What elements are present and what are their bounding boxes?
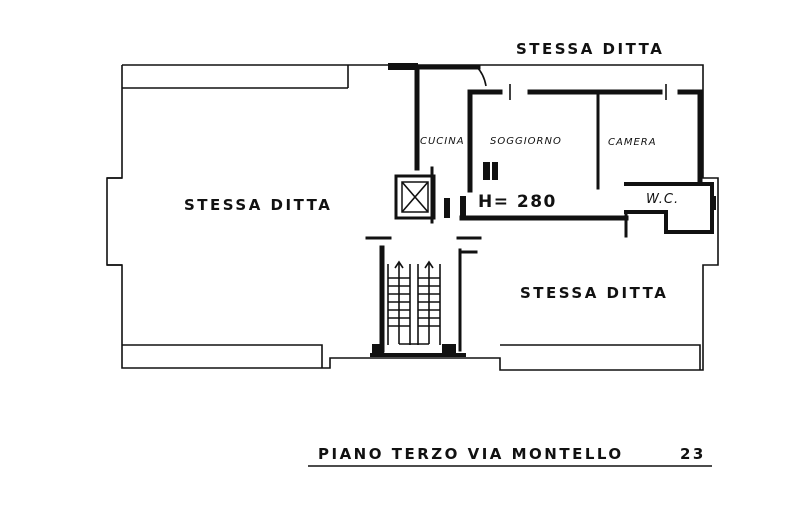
building-outline [106,64,719,371]
label-stessa-ditta-right: STESSA DITTA [520,284,668,302]
label-stessa-ditta-left: STESSA DITTA [184,196,332,214]
door-markers [444,65,716,218]
label-camera: CAMERA [608,137,657,148]
label-height: H= 280 [478,192,557,212]
caption-title: PIANO TERZO VIA MONTELLO [318,445,624,463]
plan-caption: PIANO TERZO VIA MONTELLO 23 [308,445,712,467]
label-cucina: CUCINA [420,136,465,147]
label-soggiorno: SOGGIORNO [490,136,562,147]
staircase [372,260,456,354]
label-wc: W.C. [646,192,679,207]
apartment-walls [365,63,714,357]
caption-number: 23 [680,445,706,463]
room-labels: STESSA DITTA STESSA DITTA STESSA DITTA C… [184,40,679,302]
elevator-symbol [394,174,436,220]
label-stessa-ditta-top: STESSA DITTA [516,40,664,58]
